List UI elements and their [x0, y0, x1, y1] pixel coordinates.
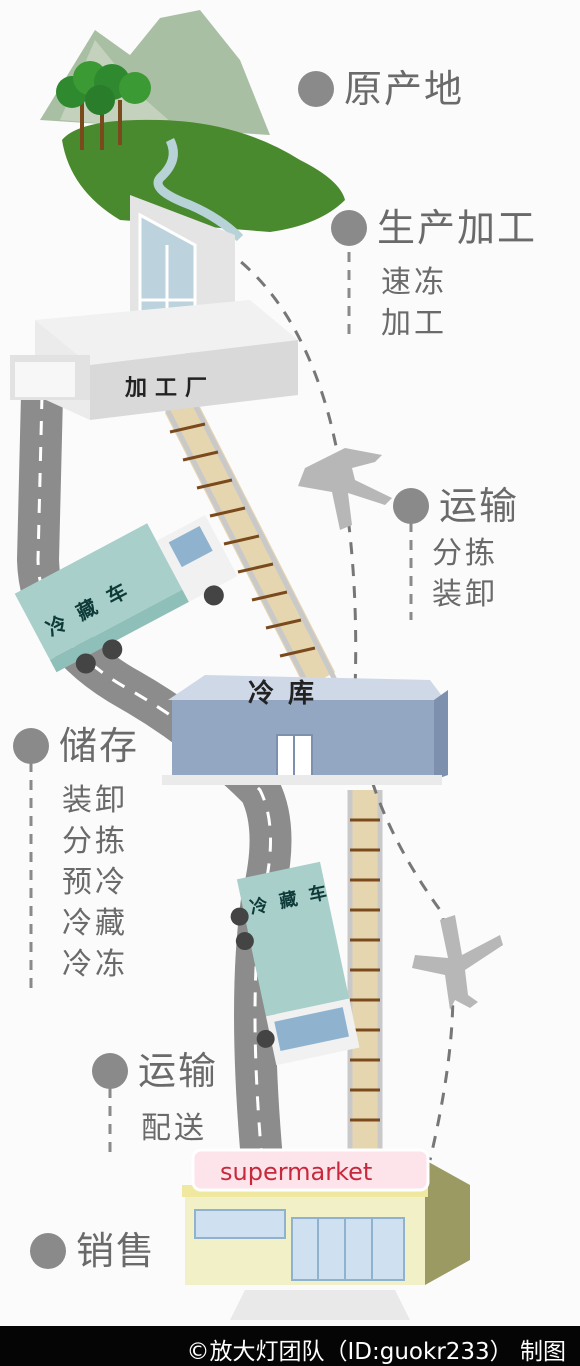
stage-title: 运输 [138, 1049, 219, 1093]
warehouse-label: 冷库 [248, 678, 328, 709]
stage-item: 装卸 [62, 783, 128, 818]
trees [56, 61, 151, 150]
stage-dot [13, 728, 49, 764]
river [153, 137, 244, 242]
stage-processing-items: 速冻 加工 [381, 262, 447, 344]
stage-transport-2: 运输 [92, 1052, 218, 1090]
stage-processing: 生产加工 [331, 209, 537, 247]
truck-1: 冷藏车 [14, 515, 238, 674]
stage-title: 运输 [439, 484, 520, 528]
stage-item: 分拣 [432, 536, 498, 571]
stage-item: 加工 [381, 306, 447, 341]
supermarket: supermarket [182, 1148, 470, 1320]
stage-transport-1-items: 分拣 装卸 [432, 533, 498, 615]
stage-item: 冷藏 [62, 906, 128, 941]
stage-item: 配送 [141, 1111, 207, 1146]
stage-title: 销售 [76, 1229, 157, 1273]
stage-transport-2-items: 配送 [141, 1108, 207, 1149]
stage-dot [393, 488, 429, 524]
factory-label: 加工厂 [124, 376, 215, 401]
airplane-icon [298, 448, 392, 530]
supermarket-sign: supermarket [220, 1158, 372, 1186]
stage-title: 原产地 [344, 67, 465, 111]
stage-item: 冷冻 [62, 947, 128, 982]
stage-item: 预冷 [62, 865, 128, 900]
stage-title: 生产加工 [377, 206, 538, 250]
stage-item: 速冻 [381, 265, 447, 300]
stage-item: 装卸 [432, 577, 498, 612]
stage-storage: 储存 [13, 727, 139, 765]
stage-dot [92, 1053, 128, 1089]
truck-2: 冷藏车 [230, 861, 360, 1066]
stage-connectors [29, 252, 413, 1155]
factory: 加工厂 [10, 195, 298, 420]
airplane-icon-2 [412, 915, 503, 1010]
stage-storage-items: 装卸 分拣 预冷 冷藏 冷冻 [62, 780, 128, 985]
stage-origin: 原产地 [298, 70, 464, 108]
credit-footer: ©放大灯团队（ID:guokr233） 制图 [0, 1326, 580, 1366]
stage-dot [30, 1233, 66, 1269]
stage-item: 分拣 [62, 824, 128, 859]
credit-text: ©放大灯团队（ID:guokr233） 制图 [186, 1339, 566, 1365]
stage-dot [298, 71, 334, 107]
rail-track [162, 397, 383, 1150]
warehouse: 冷库 [162, 675, 448, 785]
stage-dot [331, 210, 367, 246]
stage-transport-1: 运输 [393, 487, 519, 525]
stage-sales: 销售 [30, 1232, 156, 1270]
stage-title: 储存 [59, 724, 140, 768]
